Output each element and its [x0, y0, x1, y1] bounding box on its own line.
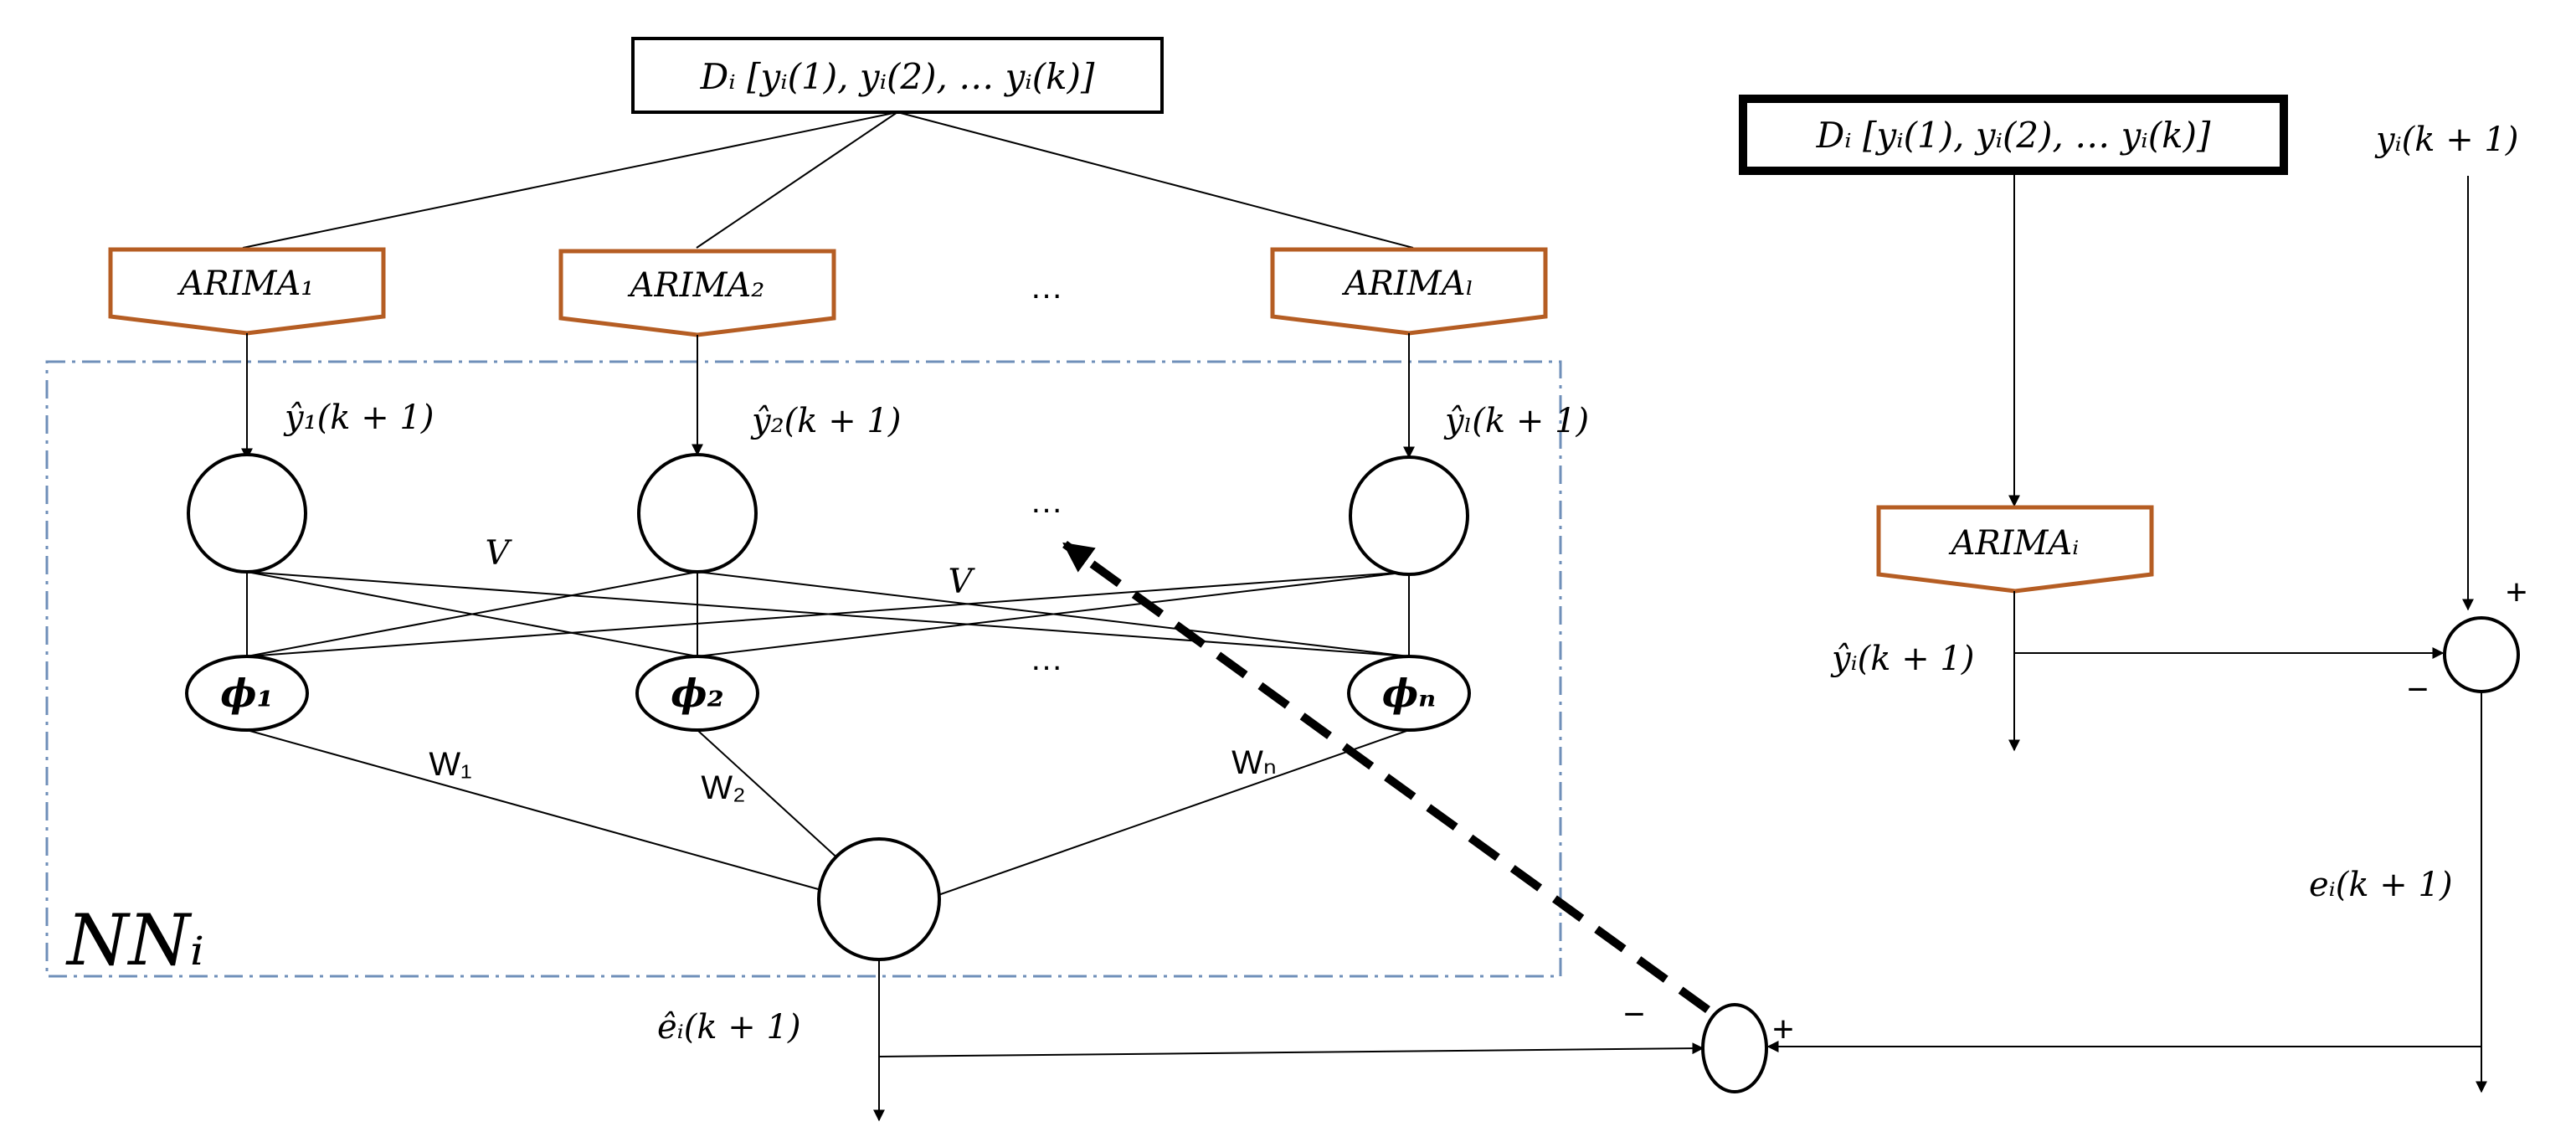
hidden-node-1-label: 𝝓₁: [220, 671, 273, 716]
wn-connection: [935, 729, 1410, 897]
arima-1-label: ARIMA₁: [177, 265, 315, 303]
hidden-node-2: 𝝓₂: [635, 655, 759, 732]
nn-output-to-sum-arrow: [878, 1042, 1704, 1057]
arima-l-box: ARIMAₗ: [1270, 247, 1548, 336]
left-data-box: Dᵢ [yᵢ(1), yᵢ(2), … yᵢ(k)]: [631, 37, 1164, 114]
input-node-1: [187, 453, 307, 574]
v-weight-label-1: V: [486, 534, 513, 573]
arima-2-box: ARIMA₂: [558, 249, 836, 337]
hidden-ellipsis: …: [1030, 640, 1063, 677]
hidden-node-1: 𝝓₁: [185, 655, 309, 732]
arima-1-box: ARIMA₁: [108, 247, 386, 336]
hidden-node-n: 𝝓ₙ: [1347, 655, 1471, 732]
arima-ellipsis: …: [1030, 269, 1063, 306]
hidden-node-2-label: 𝝓₂: [671, 671, 723, 716]
bottom-sum-plus: +: [1772, 1009, 1794, 1050]
hidden-node-n-label: 𝝓ₙ: [1382, 671, 1436, 716]
arima-l-label: ARIMAₗ: [1341, 265, 1473, 303]
v-weight-connections: [246, 571, 1410, 657]
nn-output-label: êᵢ(k + 1): [657, 1008, 801, 1047]
right-sum-node: [2443, 616, 2520, 693]
actual-value-label: yᵢ(k + 1): [2374, 121, 2519, 159]
arima-i-label: ARIMAᵢ: [1948, 524, 2080, 563]
right-forecast-label: ŷᵢ(k + 1): [1830, 640, 1975, 678]
feedback-dashed-arrow: [1062, 540, 1710, 1014]
bottom-sum-node: [1701, 1003, 1768, 1093]
input-node-l: [1349, 455, 1469, 576]
output-node: [817, 837, 941, 961]
w2-connection: [697, 729, 843, 863]
error-label: eᵢ(k + 1): [2309, 866, 2453, 904]
arima-2-label: ARIMA₂: [627, 266, 765, 305]
nn-label: NNᵢ: [65, 899, 204, 981]
data-to-arimal-line: [897, 111, 1414, 249]
w2-label: W₂: [701, 769, 745, 806]
right-sum-plus: +: [2506, 572, 2527, 613]
forecast-2-label: ŷ₂(k + 1): [750, 402, 901, 440]
input-node-2: [637, 453, 758, 574]
forecast-l-label: ŷₗ(k + 1): [1443, 402, 1589, 440]
right-data-box-label: Dᵢ [yᵢ(1), yᵢ(2), … yᵢ(k)]: [1816, 115, 2211, 156]
nn-region-boundary: [45, 360, 1562, 978]
forecast-1-label: ŷ₁(k + 1): [283, 399, 434, 437]
wn-label: Wₙ: [1231, 744, 1277, 781]
left-data-box-label: Dᵢ [yᵢ(1), yᵢ(2), … yᵢ(k)]: [700, 56, 1095, 97]
w1-connection: [246, 729, 843, 897]
right-sum-minus: −: [2407, 669, 2429, 710]
data-to-arima1-line: [242, 111, 898, 249]
bottom-sum-minus: −: [1623, 994, 1645, 1035]
right-data-box: Dᵢ [yᵢ(1), yᵢ(2), … yᵢ(k)]: [1739, 95, 2288, 175]
input-ellipsis: …: [1030, 483, 1063, 520]
arima-i-box: ARIMAᵢ: [1876, 505, 2154, 594]
v-weight-label-2: V: [949, 563, 976, 601]
data-to-arima2-line: [696, 111, 898, 249]
w1-label: W₁: [429, 746, 471, 783]
